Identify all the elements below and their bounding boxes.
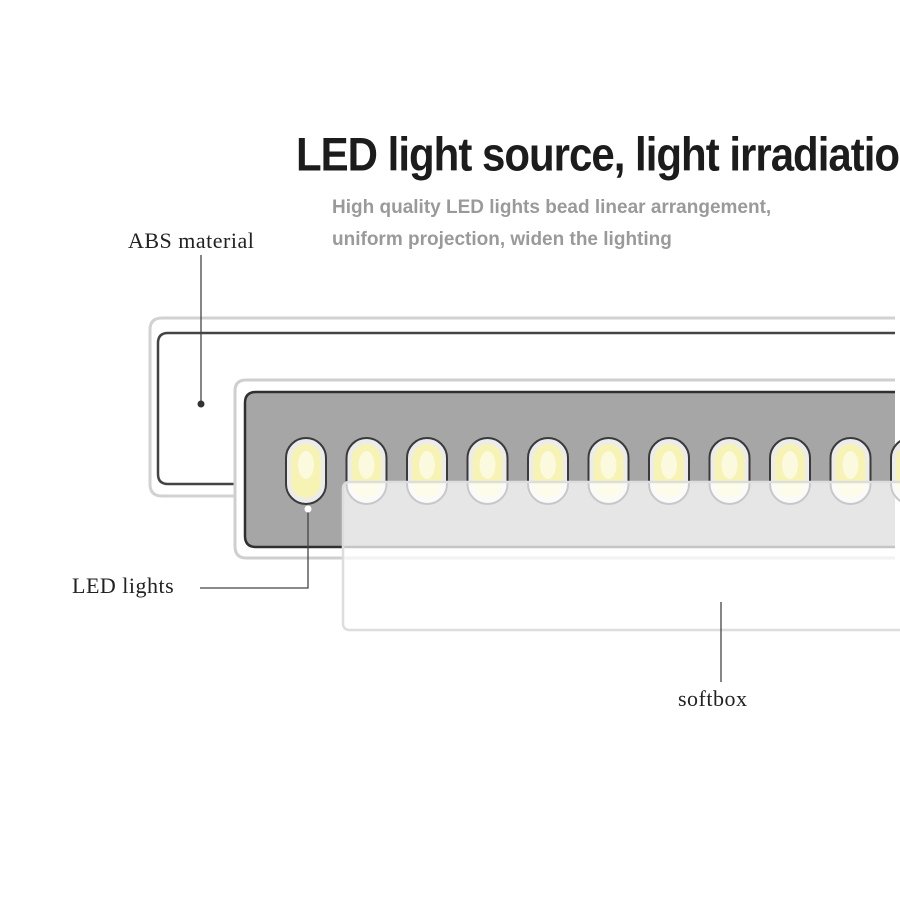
led-leader-line (200, 509, 309, 589)
abs-material-label: ABS material (128, 228, 255, 253)
abs-housing-inner (156, 331, 895, 486)
led-bead (285, 437, 327, 505)
abs-leader-dot (197, 400, 205, 408)
softbox-label: softbox (678, 686, 748, 711)
led-leader-dot (304, 505, 312, 513)
subtitle-line-2: uniform projection, widen the lighting (332, 229, 672, 250)
led-lights-label: LED lights (72, 573, 175, 598)
softbox-diffuser (341, 480, 900, 632)
subtitle-line-1: High quality LED lights bead linear arra… (332, 197, 772, 218)
page-title: LED light source, light irradiation (296, 128, 900, 181)
abs-housing-outer (148, 316, 895, 498)
